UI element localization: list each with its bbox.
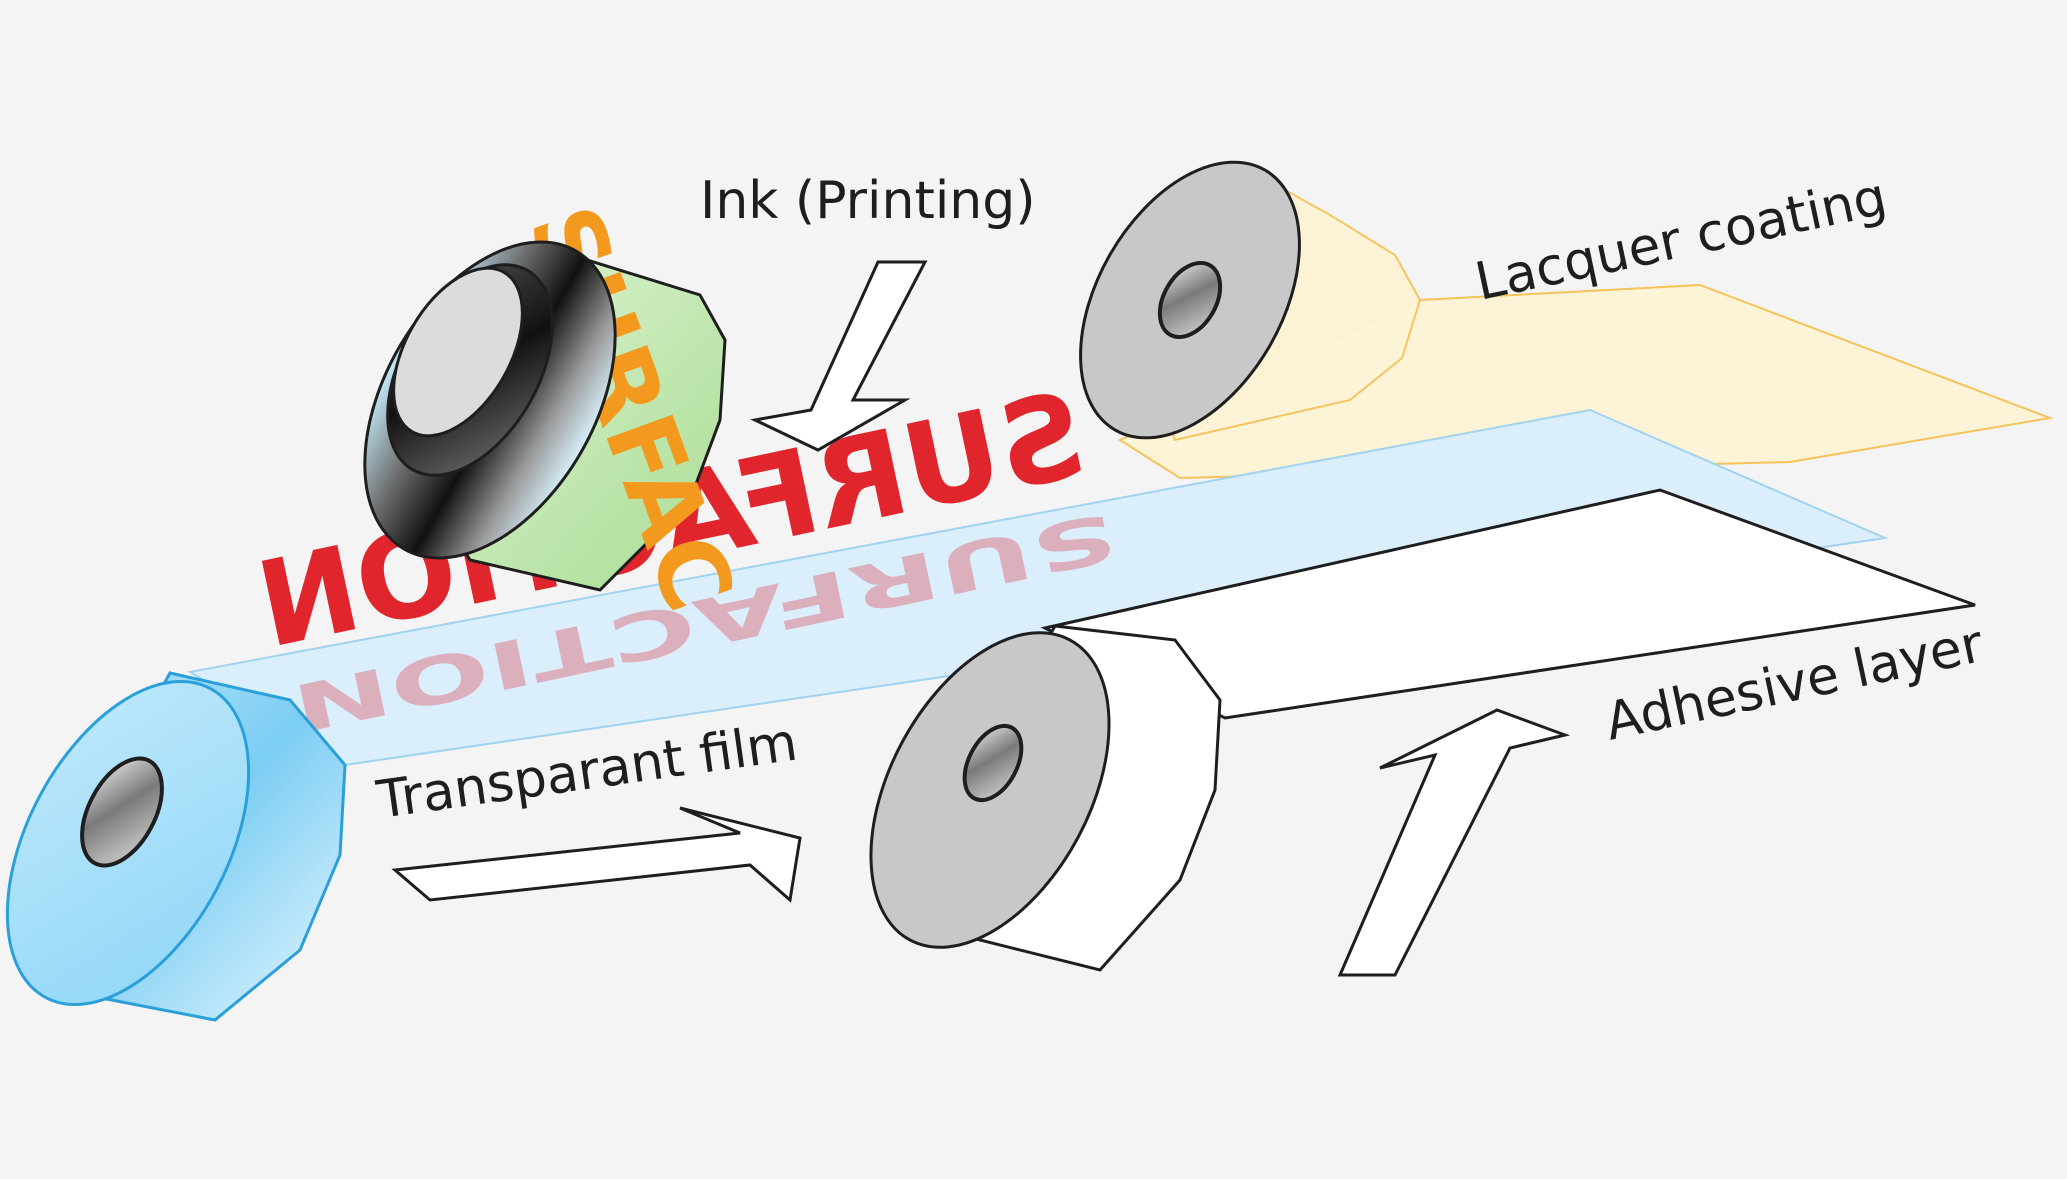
film-arrow-icon — [391, 806, 802, 903]
lacquer-core-icon — [1157, 261, 1223, 339]
lacquer-roll — [1079, 160, 1422, 442]
ink-printing-roller: SURFAC — [363, 192, 756, 625]
label-ink-printing: Ink (Printing) — [700, 171, 1036, 231]
adhesive-arrow-icon — [1337, 708, 1571, 977]
adhesive-core-icon — [962, 723, 1024, 803]
film-core-icon — [80, 756, 164, 868]
transparent-film-roll — [5, 671, 347, 1022]
ink-arrow-icon — [750, 260, 928, 452]
adhesive-roll — [869, 624, 1222, 972]
